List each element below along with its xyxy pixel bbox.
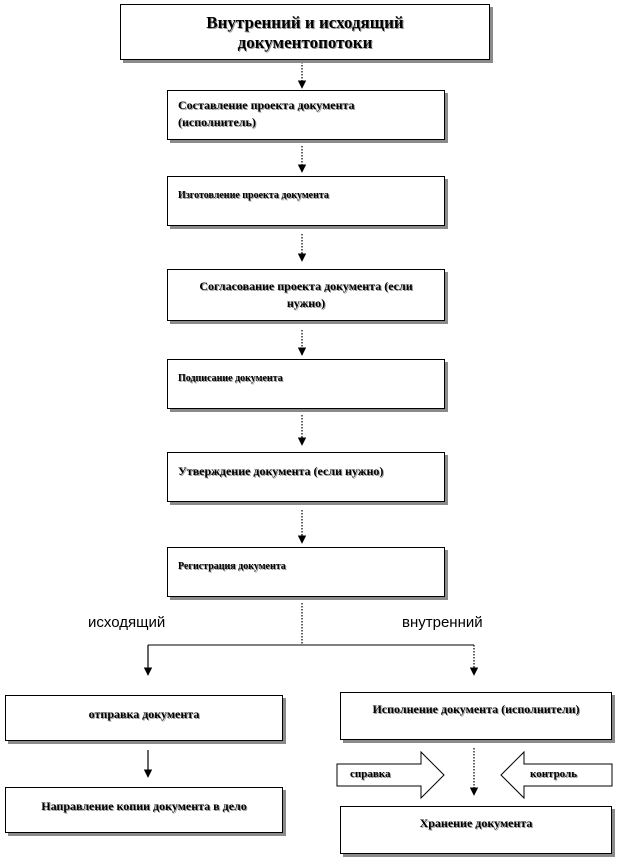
- step-approve-draft: Согласование проекта документа (если нуж…: [167, 269, 445, 321]
- step-approve-draft-text: Согласование проекта документа (если нуж…: [199, 279, 413, 310]
- step-confirm-text: Утверждение документа (если нужно): [178, 464, 384, 478]
- outgoing-send-box: отправка документа: [5, 695, 283, 741]
- internal-execute-text: Исполнение документа (исполнители): [372, 702, 580, 716]
- step-compose-text: Составление проекта документа (исполните…: [178, 98, 355, 129]
- reference-block-arrow: [336, 750, 445, 800]
- internal-storage-text: Хранение документа: [419, 816, 533, 830]
- step-sign-text: Подписание документа: [178, 373, 283, 384]
- internal-execute-box: Исполнение документа (исполнители): [340, 692, 612, 740]
- control-label: контроль: [530, 768, 578, 780]
- outgoing-copy-text: Направление копии документа в дело: [41, 799, 247, 813]
- title-box: Внутренний и исходящий документопотоки: [120, 4, 490, 60]
- internal-storage-box: Хранение документа: [340, 806, 612, 854]
- title-text: Внутренний и исходящий документопотоки: [206, 13, 404, 52]
- reference-label: справка: [350, 768, 391, 780]
- step-confirm: Утверждение документа (если нужно): [167, 452, 445, 502]
- step-prepare: Изготовление проекта документа: [167, 176, 445, 226]
- outgoing-copy-box: Направление копии документа в дело: [5, 787, 283, 833]
- branch-label-internal: внутренний: [402, 614, 483, 631]
- step-prepare-text: Изготовление проекта документа: [178, 190, 329, 201]
- branch-label-outgoing: исходящий: [88, 614, 166, 631]
- step-register: Регистрация документа: [167, 547, 445, 597]
- step-sign: Подписание документа: [167, 359, 445, 409]
- outgoing-send-text: отправка документа: [88, 707, 200, 721]
- step-compose: Составление проекта документа (исполните…: [167, 90, 445, 140]
- step-register-text: Регистрация документа: [178, 561, 286, 572]
- control-block-arrow: [500, 750, 613, 800]
